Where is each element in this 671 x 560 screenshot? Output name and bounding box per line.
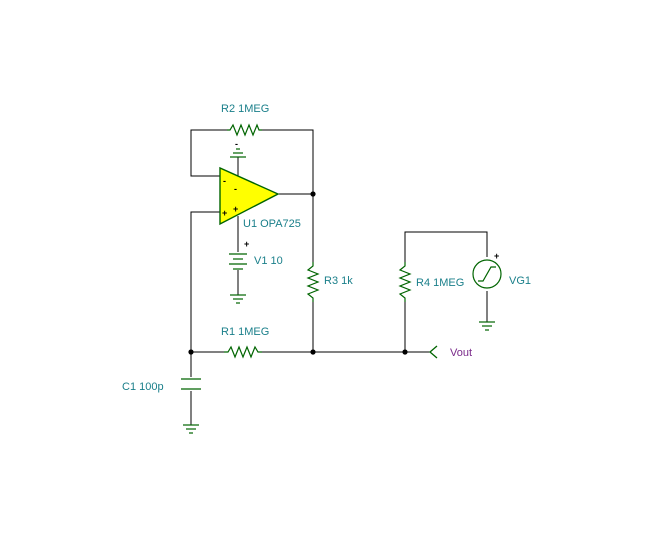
resistor-symbol <box>227 123 262 137</box>
v1-label: V1 10 <box>254 255 283 267</box>
resistor-r4[interactable] <box>398 262 412 302</box>
wire-r2-right <box>262 129 314 194</box>
r3-label: R3 1k <box>324 275 353 287</box>
vout-label: Vout <box>450 347 472 359</box>
generator-plus-mark: + <box>494 251 499 261</box>
junction-dot <box>402 349 408 355</box>
generator-step-waveform <box>478 266 496 282</box>
terminal-chevron <box>429 345 438 359</box>
wires <box>190 129 488 425</box>
opamp-triangle <box>219 166 280 226</box>
resistor-symbol <box>224 345 262 359</box>
vg1-label: VG1 <box>509 275 531 287</box>
opamp-noninverting-mark: + <box>222 208 227 218</box>
generator-circle <box>472 259 502 289</box>
ground-symbol-v1 <box>230 294 246 304</box>
resistor-r3[interactable] <box>306 262 320 302</box>
u1-label: U1 OPA725 <box>243 218 301 230</box>
ground-symbol-c1 <box>183 424 199 434</box>
r2-label: R2 1MEG <box>221 103 269 115</box>
junction-dot <box>310 191 316 197</box>
resistor-r1[interactable] <box>224 345 262 359</box>
opamp-inverting-mark: - <box>223 176 226 186</box>
opamp-u1[interactable]: - + - + <box>219 166 280 226</box>
wire-r2-left <box>190 129 227 177</box>
top-supply-minus-mark: - <box>235 139 238 149</box>
ground-symbol-top: - <box>230 139 246 158</box>
r1-label: R1 1MEG <box>221 326 269 338</box>
junction-dot <box>188 349 194 355</box>
opamp-top-supply-mark: - <box>234 184 237 194</box>
resistor-symbol <box>306 262 320 302</box>
junctions <box>188 191 408 355</box>
battery-plus-mark: + <box>244 239 249 249</box>
junction-dot <box>310 349 316 355</box>
vout-net-terminal[interactable] <box>429 345 438 359</box>
c1-label: C1 100p <box>122 381 164 393</box>
resistor-r2[interactable] <box>227 123 262 137</box>
ground-symbol-vg1 <box>479 321 495 331</box>
wire-r4-vg1-top <box>404 231 488 262</box>
battery-v1[interactable]: + <box>229 239 249 270</box>
signal-generator-vg1[interactable]: + <box>472 251 502 289</box>
resistor-symbol <box>398 262 412 302</box>
capacitor-c1[interactable] <box>181 378 201 390</box>
wire-noninv-input <box>190 211 220 352</box>
opamp-bottom-supply-mark: + <box>233 204 238 214</box>
r4-label: R4 1MEG <box>416 277 464 289</box>
